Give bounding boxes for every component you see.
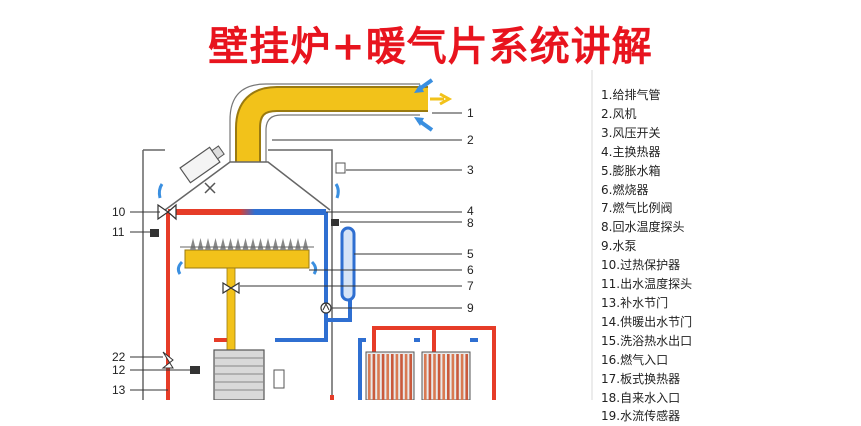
- flame-mark: [295, 238, 301, 250]
- radiator-fin: [433, 354, 436, 400]
- callout-2: 2: [467, 133, 474, 147]
- callout-9: 9: [467, 301, 474, 315]
- flame-mark: [287, 238, 294, 250]
- radiator-fin: [391, 354, 394, 400]
- main-heat-exchanger: [168, 209, 326, 215]
- legend-item: 14.供暖出水节门: [601, 314, 693, 329]
- flow-sensor: [273, 369, 285, 389]
- radiator-fin: [409, 354, 412, 400]
- radiator-fin: [368, 354, 371, 400]
- legend-item: 7.燃气比例阀: [601, 201, 673, 216]
- flame-mark: [272, 238, 279, 250]
- callout-6: 6: [467, 263, 474, 277]
- flame-mark: [227, 238, 234, 250]
- callout-12: 12: [112, 363, 126, 377]
- legend-item: 6.燃烧器: [601, 182, 649, 197]
- radiator-fin: [460, 354, 464, 400]
- radiator-fin: [377, 354, 380, 400]
- flame-mark: [205, 238, 211, 250]
- component-legend: 1.给排气管 2.风机 3.风压开关 4.主换热器 5.膨胀水箱 6.燃烧器 7…: [601, 86, 692, 426]
- legend-item: 8.回水温度探头: [601, 220, 685, 235]
- flame-mark: [257, 238, 264, 250]
- radiator-fin: [465, 354, 468, 400]
- callout-22: 22: [112, 350, 126, 364]
- return-water-pipe: [275, 212, 352, 342]
- legend-item: 4.主换热器: [601, 144, 661, 159]
- radiator-fin: [447, 354, 450, 400]
- flame-mark: [280, 238, 286, 250]
- legend-item: 16.燃气入口: [601, 352, 669, 367]
- flame-mark: [220, 238, 226, 250]
- callout-7: 7: [467, 279, 474, 293]
- radiator-fin: [381, 354, 385, 400]
- flame-mark: [212, 238, 219, 250]
- flame-mark: [190, 238, 196, 250]
- callout-10: 10: [112, 205, 126, 219]
- airflow-arrow-right: [176, 260, 184, 275]
- legend-item: 11.出水温度探头: [601, 277, 693, 292]
- legend-item: 3.风压开关: [601, 125, 661, 140]
- pressure-switch: [335, 162, 346, 174]
- combustion-hood: [164, 161, 331, 211]
- radiator-fin: [386, 354, 389, 400]
- flame-row: [190, 238, 309, 250]
- radiator-right: [421, 351, 471, 400]
- radiator-return-pipe: [358, 338, 478, 400]
- expansion-tank: [340, 226, 356, 302]
- flame-mark: [250, 238, 256, 250]
- radiator-fin: [404, 354, 408, 400]
- legend-item: 13.补水节门: [601, 295, 669, 310]
- legend-item: 5.膨胀水箱: [601, 163, 661, 178]
- supply-valve: [161, 351, 174, 369]
- leader-lines: [130, 112, 462, 391]
- radiator-fin: [442, 354, 445, 400]
- radiator-fin: [451, 354, 455, 400]
- legend-item: 17.板式换热器: [601, 371, 681, 386]
- exhaust-arrow: [430, 92, 453, 106]
- legend-item: 19.水流传感器: [601, 409, 681, 424]
- radiator-fin: [437, 354, 441, 400]
- callout-1: 1: [467, 106, 474, 120]
- radiator-left: [365, 351, 415, 400]
- fan-symbol: [204, 182, 216, 194]
- legend-item: 2.风机: [601, 106, 637, 121]
- flame-mark: [265, 238, 271, 250]
- callout-4: 4: [467, 204, 474, 218]
- flame-mark: [235, 238, 241, 250]
- radiator-fin: [395, 354, 399, 400]
- flame-mark: [302, 238, 309, 250]
- legend-item: 15.洗浴热水出口: [601, 333, 693, 348]
- radiator-fin: [424, 354, 427, 400]
- callout-13: 13: [112, 383, 126, 397]
- airflow-arrow-left: [157, 183, 164, 199]
- flame-mark: [197, 238, 204, 250]
- flame-mark: [242, 238, 249, 250]
- boiler-casing: [142, 149, 333, 400]
- gas-proportional-valve: [222, 281, 240, 295]
- burner: [184, 249, 310, 269]
- legend-item: 1.给排气管: [601, 88, 661, 102]
- callout-8: 8: [467, 216, 474, 230]
- callout-11: 11: [112, 225, 125, 239]
- legend-item: 18.自来水入口: [601, 390, 681, 405]
- boiler-system-diagram: 1 2 3 4 8 5 6 7 9 10 11 22 12 13: [112, 70, 593, 400]
- return-temp-probe: [331, 219, 339, 226]
- gas-pipe: [226, 267, 236, 400]
- callout-5: 5: [467, 247, 474, 261]
- callout-3: 3: [467, 163, 474, 177]
- radiator-fin: [372, 354, 376, 400]
- overheat-protector: [157, 203, 177, 221]
- radiator-fin: [400, 354, 403, 400]
- outlet-temp-probe: [150, 229, 159, 237]
- radiator-fin: [456, 354, 459, 400]
- fan: [179, 145, 225, 184]
- diagram-title: 壁挂炉+暖气片系统讲解: [208, 23, 653, 70]
- legend-item: 10.过热保护器: [601, 258, 681, 273]
- radiator-fin: [428, 354, 432, 400]
- legend-item: 9.水泵: [601, 239, 637, 254]
